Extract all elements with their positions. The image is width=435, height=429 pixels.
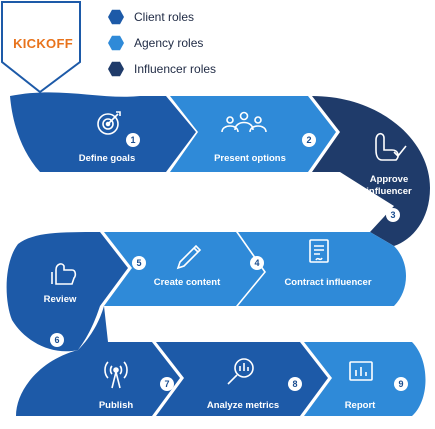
- step-number-badge: 6: [50, 333, 64, 347]
- legend-item-client: Client roles: [108, 8, 194, 26]
- hexagon-icon: [108, 61, 124, 77]
- kickoff-flag: [1, 1, 81, 94]
- hand-check-icon: [375, 132, 407, 161]
- hexagon-icon: [108, 35, 124, 51]
- segment-review: [6, 232, 128, 352]
- step-label-define-goals: Define goals: [78, 153, 136, 164]
- step-label-present-options: Present options: [214, 153, 286, 164]
- step-label-analyze-metrics: Analyze metrics: [206, 400, 280, 411]
- step-label-publish: Publish: [98, 400, 134, 411]
- segment-create-content: [104, 232, 264, 306]
- thumbs-up-icon: [51, 263, 77, 285]
- legend-item-influencer: Influencer roles: [108, 60, 216, 78]
- step-number-badge: 2: [302, 133, 316, 147]
- report-icon: [349, 361, 373, 381]
- segment-approve-influencer: [312, 96, 430, 246]
- legend-label: Client roles: [134, 10, 195, 24]
- contract-icon: [309, 239, 329, 263]
- step-label-approve-influencer: Approve influencer: [366, 174, 412, 197]
- segment-analyze-metrics: [156, 342, 328, 416]
- step-label-contract-influencer: Contract influencer: [284, 277, 372, 288]
- segment-present-options: [170, 96, 336, 172]
- segment-report: [304, 342, 426, 416]
- step-number-badge: 1: [126, 133, 140, 147]
- step-label-review: Review: [43, 294, 77, 305]
- step-number-badge: 4: [250, 256, 264, 270]
- broadcast-icon: [104, 361, 128, 389]
- step-label-report: Report: [344, 400, 376, 411]
- step-label-create-content: Create content: [153, 277, 221, 288]
- segment-publish: [16, 306, 180, 416]
- step-number-badge: 5: [132, 256, 146, 270]
- step-number-badge: 3: [386, 208, 400, 222]
- step-number-badge: 7: [160, 377, 174, 391]
- target-icon: [97, 111, 121, 135]
- hexagon-icon: [108, 9, 124, 25]
- step-number-badge: 9: [394, 377, 408, 391]
- step-number-badge: 8: [288, 377, 302, 391]
- legend-label: Agency roles: [134, 36, 204, 50]
- legend-label: Influencer roles: [134, 62, 217, 76]
- magnify-chart-icon: [227, 358, 254, 385]
- segment-contract-influencer: [238, 232, 406, 306]
- kickoff-label: KICKOFF: [13, 36, 73, 51]
- pencil-icon: [176, 244, 202, 270]
- people-icon: [221, 111, 267, 133]
- legend-item-agency: Agency roles: [108, 34, 203, 52]
